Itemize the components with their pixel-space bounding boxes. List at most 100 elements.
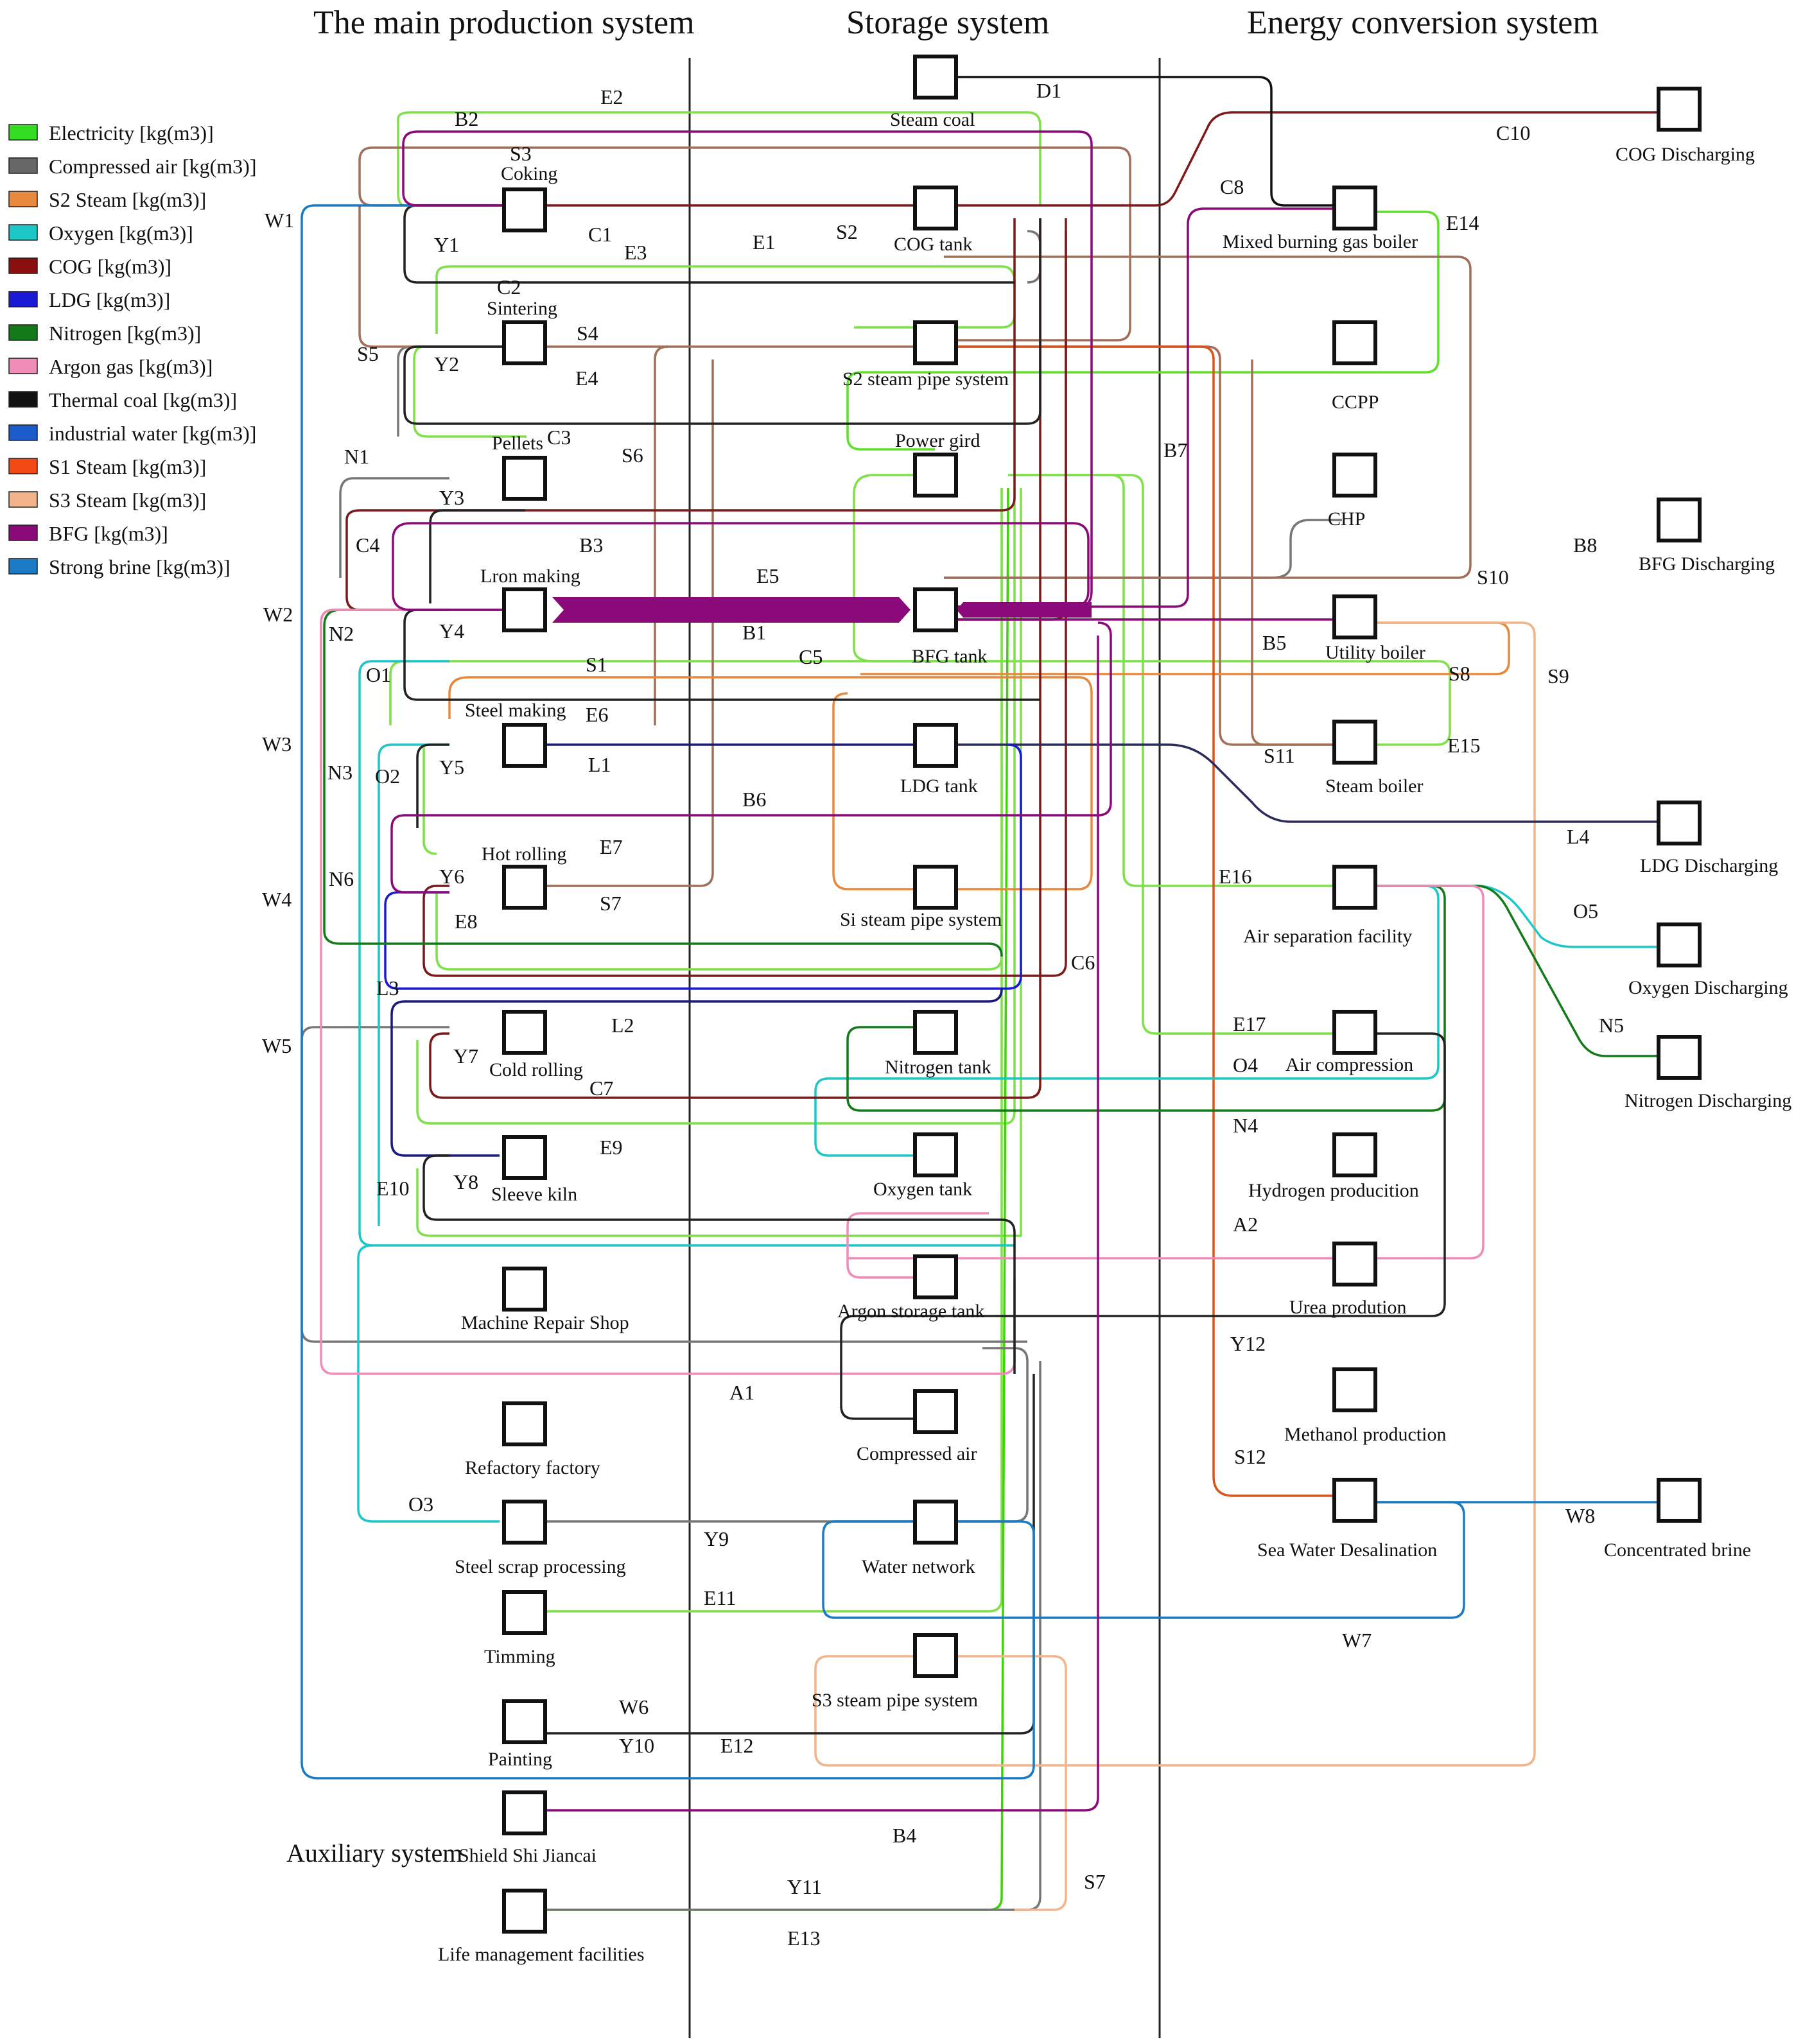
legend-swatch-s1-steam	[8, 458, 38, 474]
node-pellets-box[interactable]	[502, 456, 547, 501]
code-Y6: Y6	[439, 865, 464, 888]
node-urea-box[interactable]	[1332, 1242, 1377, 1286]
label-timming: Timming	[484, 1646, 555, 1667]
node-shield-box[interactable]	[502, 1790, 547, 1835]
node-air-comp-box[interactable]	[1332, 1010, 1377, 1055]
flow-s2-steam-s7	[525, 359, 714, 887]
code-C2: C2	[497, 275, 521, 299]
legend-swatch-argon	[8, 358, 38, 374]
node-brine-box[interactable]	[1657, 1478, 1702, 1523]
node-argon-tank-box[interactable]	[913, 1254, 958, 1299]
node-steam-boiler-box[interactable]	[1332, 720, 1377, 765]
node-timming-box[interactable]	[502, 1590, 547, 1635]
code-Y7: Y7	[453, 1044, 478, 1068]
label-oxygen-tank: Oxygen tank	[873, 1179, 972, 1200]
node-ldg-tank-box[interactable]	[913, 723, 958, 768]
code-C10: C10	[1496, 121, 1530, 144]
legend-label-ldg: LDG [kg(m3)]	[49, 288, 170, 311]
node-chp-box[interactable]	[1332, 453, 1377, 498]
flow-bfg-b2	[402, 130, 1093, 608]
label-bfg-dis: BFG Discharging	[1639, 553, 1775, 575]
node-mixed-boiler-box[interactable]	[1332, 186, 1377, 230]
label-compressed-air: Compressed air	[857, 1443, 977, 1464]
node-steel-making-box[interactable]	[502, 723, 547, 768]
legend-swatch-ldg	[8, 291, 38, 307]
code-W1: W1	[265, 209, 294, 232]
code-Y9: Y9	[704, 1527, 729, 1550]
node-cog-dis-box[interactable]	[1657, 87, 1702, 132]
node-utility-boiler-box[interactable]	[1332, 594, 1377, 639]
label-sintering: Sintering	[487, 298, 557, 319]
code-W4: W4	[262, 888, 292, 911]
node-compressed-air-box[interactable]	[913, 1389, 958, 1434]
legend-swatch-electricity	[8, 124, 38, 141]
code-N6: N6	[329, 867, 354, 890]
label-steam-coal: Steam coal	[890, 109, 975, 130]
legend-swatch-thermal-coal	[8, 391, 38, 408]
node-air-sep-box[interactable]	[1332, 865, 1377, 910]
node-life-mgmt-box[interactable]	[502, 1889, 547, 1934]
flow-bfg-b3	[392, 522, 1090, 611]
node-ldg-dis-box[interactable]	[1657, 801, 1702, 845]
node-hydrogen-box[interactable]	[1332, 1132, 1377, 1177]
node-hot-rolling-box[interactable]	[502, 865, 547, 910]
label-life-mgmt: Life management facilities	[438, 1944, 645, 1965]
node-bfg-dis-box[interactable]	[1657, 498, 1702, 542]
legend-label-industrial-water: industrial water [kg(m3)]	[49, 422, 256, 445]
legend-label-s3-steam: S3 Steam [kg(m3)]	[49, 489, 206, 512]
node-sintering-box[interactable]	[502, 320, 547, 365]
node-power-grid-box[interactable]	[913, 453, 958, 498]
legend-label-s2-steam: S2 Steam [kg(m3)]	[49, 188, 206, 211]
code-E13: E13	[787, 1927, 821, 1950]
code-S11: S11	[1264, 744, 1295, 767]
code-Y12: Y12	[1230, 1332, 1266, 1355]
node-oxygen-tank-box[interactable]	[913, 1132, 958, 1177]
node-s2-pipe-box[interactable]	[913, 320, 958, 365]
label-ldg-dis: LDG Discharging	[1640, 855, 1778, 876]
node-machine-repair-box[interactable]	[502, 1267, 547, 1312]
legend-swatch-industrial-water	[8, 424, 38, 441]
node-steam-coal-box[interactable]	[913, 55, 958, 100]
node-steel-scrap-box[interactable]	[502, 1500, 547, 1545]
legend-swatch-s3-steam	[8, 491, 38, 508]
legend-label-s1-steam: S1 Steam [kg(m3)]	[49, 455, 206, 478]
node-cog-tank-box[interactable]	[913, 186, 958, 230]
flow-bfg-b1-arrow-tail	[957, 602, 1092, 618]
code-S12: S12	[1234, 1445, 1266, 1468]
flow-bfg-b4	[525, 636, 1099, 1812]
node-s3-pipe-box[interactable]	[913, 1633, 958, 1678]
code-W6: W6	[619, 1695, 649, 1719]
code-B1: B1	[742, 621, 766, 644]
label-coking: Coking	[501, 163, 557, 184]
code-E10: E10	[376, 1177, 410, 1200]
node-methanol-box[interactable]	[1332, 1367, 1377, 1412]
code-O3: O3	[408, 1493, 433, 1516]
node-ccpp-box[interactable]	[1332, 320, 1377, 365]
code-E2: E2	[600, 85, 623, 108]
node-cold-rolling-box[interactable]	[502, 1010, 547, 1055]
label-hot-rolling: Hot rolling	[482, 844, 567, 865]
node-coking-box[interactable]	[502, 187, 547, 232]
node-nit-dis-box[interactable]	[1657, 1035, 1702, 1080]
node-s1-pipe-box[interactable]	[913, 865, 958, 910]
flow-electricity-e10	[416, 488, 1022, 1237]
flow-electricity-e7	[423, 745, 437, 855]
node-nitrogen-tank-box[interactable]	[913, 1010, 958, 1055]
code-B8: B8	[1573, 533, 1597, 557]
code-S2: S2	[836, 220, 858, 243]
code-S9: S9	[1547, 664, 1569, 688]
code-C6: C6	[1071, 951, 1095, 974]
code-L3: L3	[376, 976, 399, 1000]
code-S1: S1	[586, 653, 607, 676]
label-argon-tank: Argon storage tank	[837, 1301, 984, 1322]
node-desal-box[interactable]	[1332, 1478, 1377, 1523]
node-refactory-box[interactable]	[502, 1401, 547, 1446]
node-oxy-dis-box[interactable]	[1657, 922, 1702, 967]
node-water-network-box[interactable]	[913, 1500, 958, 1545]
node-painting-box[interactable]	[502, 1699, 547, 1744]
code-Y3: Y3	[439, 486, 464, 509]
node-sleeve-kiln-box[interactable]	[502, 1135, 547, 1180]
node-bfg-tank-box[interactable]	[913, 587, 958, 632]
node-iron-making-box[interactable]	[502, 587, 547, 632]
flow-coal-y12	[840, 1032, 1446, 1420]
